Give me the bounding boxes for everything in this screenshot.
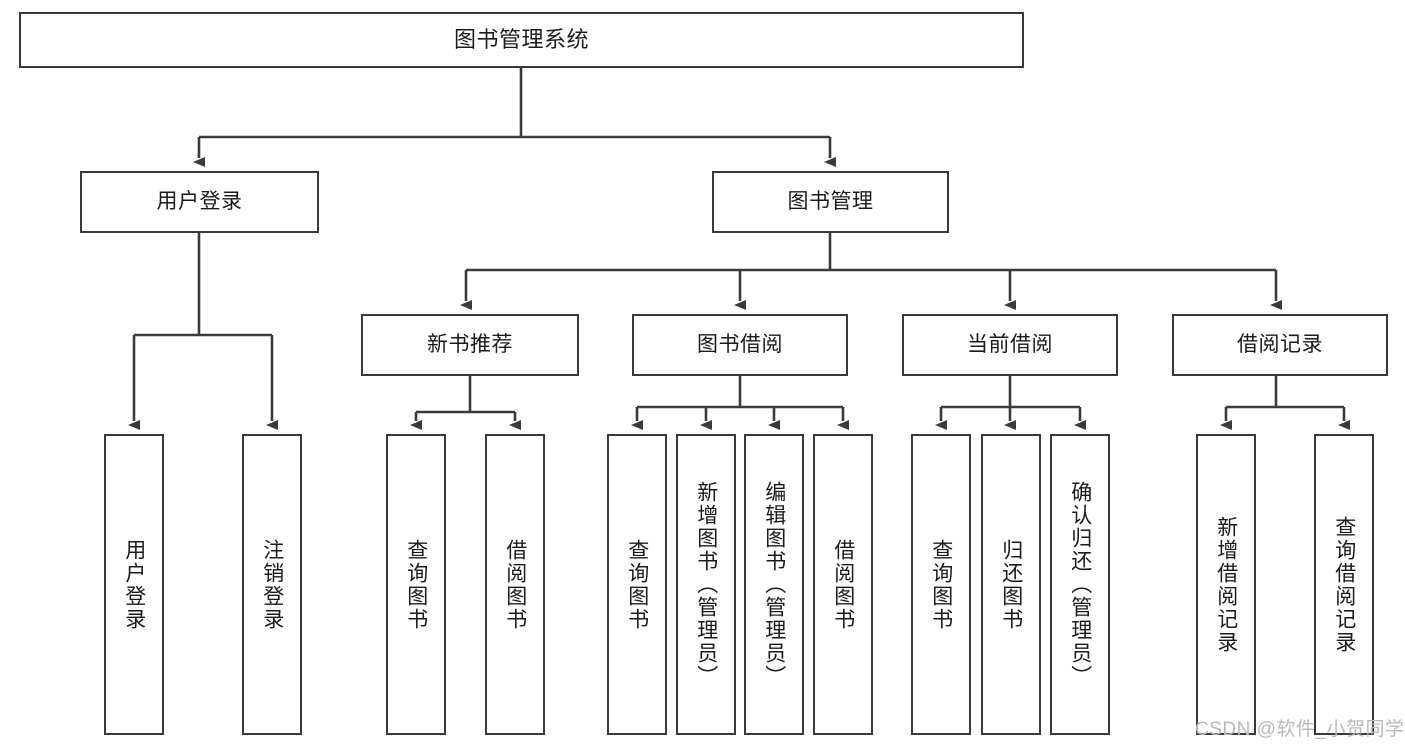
node-leaf-query-book-borrow[interactable]: 查询图书 (607, 434, 667, 735)
node-current-borrow[interactable]: 当前借阅 (902, 314, 1118, 376)
node-leaf-add-borrow-record[interactable]: 新增借阅记录 (1196, 434, 1256, 735)
node-leaf-logout[interactable]: 注销登录 (242, 434, 302, 735)
csdn-watermark: CSDN @软件_小贺同学 (1195, 719, 1405, 740)
node-leaf-edit-book-admin[interactable]: 编辑图书（管理员） (744, 434, 804, 735)
node-book-manage[interactable]: 图书管理 (712, 171, 949, 233)
node-borrow-record[interactable]: 借阅记录 (1172, 314, 1388, 376)
edge-borrowrecord-to-leaves (1220, 376, 1350, 430)
edge-bookmanage-to-level2 (460, 233, 1282, 310)
node-user-login[interactable]: 用户登录 (80, 171, 319, 233)
node-new-book-recommend[interactable]: 新书推荐 (361, 314, 579, 376)
node-leaf-return-book[interactable]: 归还图书 (981, 434, 1041, 735)
node-leaf-borrow-book-recommend[interactable]: 借阅图书 (485, 434, 545, 735)
edge-currentborrow-to-leaves (935, 376, 1086, 430)
node-leaf-add-book-admin[interactable]: 新增图书（管理员） (676, 434, 736, 735)
node-leaf-confirm-return-admin[interactable]: 确认归还（管理员） (1050, 434, 1110, 735)
edge-userlogin-to-leaves (128, 233, 278, 430)
node-book-borrow[interactable]: 图书借阅 (632, 314, 848, 376)
node-leaf-user-login[interactable]: 用户登录 (104, 434, 164, 735)
node-leaf-query-borrow-record[interactable]: 查询借阅记录 (1314, 434, 1374, 735)
node-leaf-query-book-current[interactable]: 查询图书 (911, 434, 971, 735)
edge-bookborrow-to-leaves (631, 376, 849, 430)
edge-root-to-level1 (193, 68, 836, 167)
node-leaf-query-book-recommend[interactable]: 查询图书 (386, 434, 446, 735)
node-leaf-borrow-book[interactable]: 借阅图书 (813, 434, 873, 735)
node-root-system[interactable]: 图书管理系统 (19, 12, 1024, 68)
edge-newbook-to-leaves (410, 376, 521, 430)
